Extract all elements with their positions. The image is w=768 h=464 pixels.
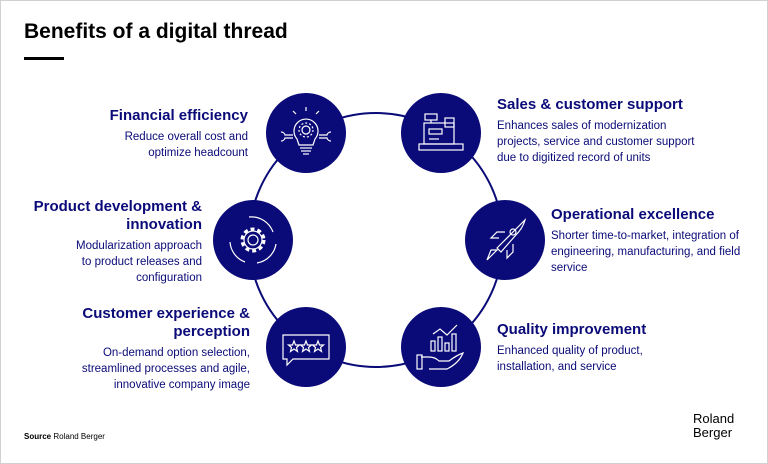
star-icon bbox=[310, 339, 326, 353]
benefit-description: Modularization approach to product relea… bbox=[76, 240, 202, 284]
benefit-description: Enhanced quality of product, installatio… bbox=[497, 345, 643, 373]
benefit-financial-efficiency: Financial efficiency Reduce overall cost… bbox=[18, 107, 248, 161]
star-icon bbox=[298, 339, 314, 353]
benefit-title: Product development & innovation bbox=[33, 198, 202, 233]
benefit-title: Customer experience & perception bbox=[82, 305, 250, 340]
benefit-description: Enhances sales of modernization projects… bbox=[497, 120, 695, 164]
source-label: Source bbox=[24, 432, 52, 441]
lightbulb-gear-wrench-icon bbox=[266, 93, 346, 173]
benefit-sales-customer-support: Sales & customer support Enhances sales … bbox=[497, 96, 737, 166]
star-rating-chat-icon bbox=[266, 307, 346, 387]
benefit-product-development: Product development & innovation Modular… bbox=[0, 198, 202, 286]
benefit-description: Reduce overall cost and optimize headcou… bbox=[124, 131, 248, 159]
benefit-customer-experience: Customer experience & perception On-dema… bbox=[20, 305, 250, 393]
benefit-operational-excellence: Operational excellence Shorter time-to-m… bbox=[551, 206, 751, 276]
source-note: Source Roland Berger bbox=[24, 432, 105, 441]
rocket-icon bbox=[465, 200, 545, 280]
benefit-title: Financial efficiency bbox=[109, 107, 248, 124]
gear-cycle-icon bbox=[213, 200, 293, 280]
cash-register-icon bbox=[401, 93, 481, 173]
benefit-title: Sales & customer support bbox=[497, 96, 683, 113]
roland-berger-logo: Roland Berger bbox=[693, 411, 735, 440]
title-underline bbox=[24, 57, 64, 60]
benefit-quality-improvement: Quality improvement Enhanced quality of … bbox=[497, 321, 697, 375]
source-value: Roland Berger bbox=[53, 432, 105, 441]
hand-chart-icon bbox=[401, 307, 481, 387]
page-title: Benefits of a digital thread bbox=[24, 20, 288, 43]
benefit-description: On-demand option selection, streamlined … bbox=[81, 347, 250, 391]
star-icon bbox=[286, 339, 302, 353]
benefit-title: Quality improvement bbox=[497, 321, 647, 338]
benefit-title: Operational excellence bbox=[551, 206, 715, 223]
benefit-description: Shorter time-to-market, integration of e… bbox=[551, 230, 741, 274]
